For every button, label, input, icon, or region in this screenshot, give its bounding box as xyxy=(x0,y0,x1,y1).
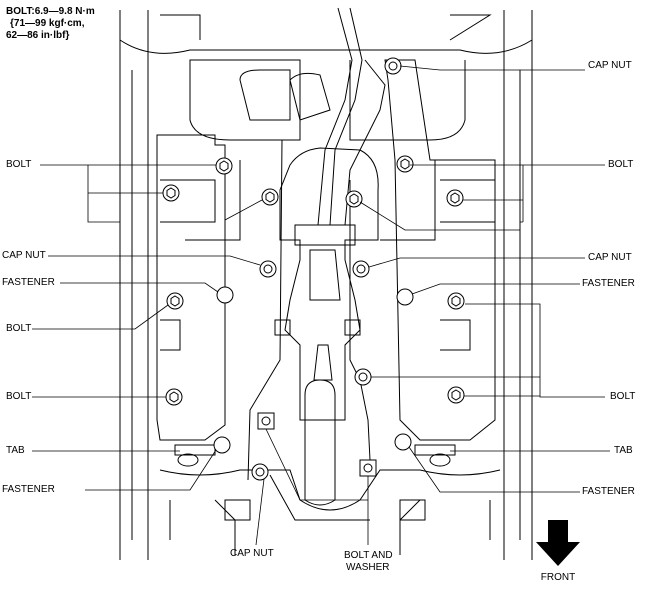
leader-fastener-right-bottom xyxy=(408,446,580,493)
leader-bolt-left-mid xyxy=(32,304,169,330)
front-indicator: FRONT xyxy=(528,520,588,588)
front-arrow-icon xyxy=(536,520,580,566)
bolt-left-upper-a xyxy=(215,157,233,175)
cap-nut-top-right xyxy=(384,57,402,75)
leader-cap-nut-right-mid xyxy=(368,257,585,268)
label-cap-nut-left-mid: CAP NUT xyxy=(2,250,46,261)
label-fastener-right-bottom: FASTENER xyxy=(582,486,635,497)
cap-nut-center xyxy=(354,368,372,386)
heat-shield xyxy=(279,147,379,421)
exhaust-pipe xyxy=(317,7,363,226)
leader-bolt-right-lower xyxy=(371,303,605,398)
label-bolt-left-lower: BOLT xyxy=(6,391,32,402)
label-cap-nut-top-right: CAP NUT xyxy=(588,60,632,71)
label-bolt-right-upper: BOLT xyxy=(608,159,634,170)
bolt-right-upper-a xyxy=(396,155,414,173)
leader-fastener-left-mid xyxy=(60,282,219,293)
leader-cap-nut-bottom xyxy=(255,478,265,546)
left-insulator-panel xyxy=(156,134,226,441)
label-cap-nut-right-mid: CAP NUT xyxy=(588,252,632,263)
label-fastener-left-mid: FASTENER xyxy=(2,277,55,288)
leader-fastener-left-bottom xyxy=(85,449,217,491)
label-bolt-left-upper: BOLT xyxy=(6,159,32,170)
bolt-right-upper-b xyxy=(345,190,363,208)
leader-cap-nut-left-mid xyxy=(48,255,261,266)
fastener-right-mid xyxy=(396,288,414,306)
label-fastener-right-mid: FASTENER xyxy=(582,278,635,289)
fastener-left-bottom xyxy=(213,436,231,454)
fastener-right-bottom xyxy=(394,433,412,451)
label-cap-nut-bottom: CAP NUT xyxy=(230,548,274,559)
bolt-and-washer xyxy=(359,459,377,477)
bolt-right-upper-c xyxy=(446,189,464,207)
bolt-washer-left xyxy=(257,412,275,430)
torque-spec-line2: {71—99 kgf·cm, xyxy=(10,18,85,29)
right-frame-rail xyxy=(503,10,533,560)
leader-cap-nut-top-right xyxy=(399,65,585,71)
front-label: FRONT xyxy=(540,572,576,583)
leader-fastener-right-mid xyxy=(411,283,580,295)
right-insulator-panel xyxy=(384,59,496,441)
bolt-left-lower xyxy=(165,388,183,406)
bolt-left-mid xyxy=(166,292,184,310)
bolt-right-mid xyxy=(447,292,465,310)
tab-left-shape xyxy=(174,444,216,456)
tab-right-shape xyxy=(414,444,456,456)
catalytic-converter xyxy=(304,379,336,506)
bolt-left-upper-c xyxy=(261,188,279,206)
label-fastener-left-bottom: FASTENER xyxy=(2,484,55,495)
label-tab-left: TAB xyxy=(6,445,25,456)
leader-bolt-left-upper xyxy=(40,164,263,223)
fastener-left-mid xyxy=(216,286,234,304)
label-bolt-and-washer-line1: BOLT AND xyxy=(344,550,393,561)
torque-spec-line1: BOLT:6.9—9.8 N·m xyxy=(6,6,95,17)
bolt-right-lower xyxy=(447,386,465,404)
label-bolt-and-washer-line2: WASHER xyxy=(346,562,390,573)
torque-spec: BOLT:6.9—9.8 N·m {71—99 kgf·cm, 62—86 in… xyxy=(6,6,95,42)
label-tab-right: TAB xyxy=(614,445,633,456)
left-frame-rail xyxy=(119,10,149,560)
torque-spec-line3: 62—86 in·lbf} xyxy=(6,30,70,41)
cap-nut-bottom xyxy=(251,463,269,481)
bolt-left-upper-b xyxy=(162,184,180,202)
cap-nut-right-mid xyxy=(352,260,370,278)
cap-nut-left-mid xyxy=(259,260,277,278)
label-bolt-right-lower: BOLT xyxy=(610,391,636,402)
leader-bolt-right-upper xyxy=(359,164,605,231)
label-bolt-left-mid: BOLT xyxy=(6,323,32,334)
